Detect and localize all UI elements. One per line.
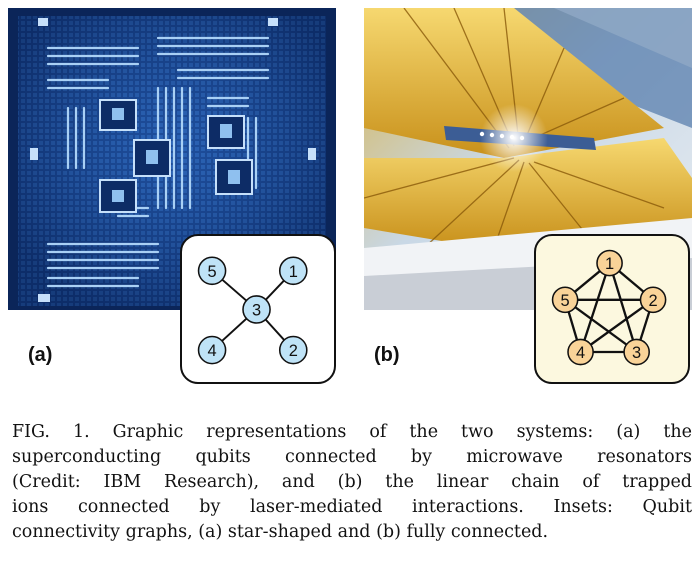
graph-edge xyxy=(608,262,638,353)
star-graph-inset: 1 2 3 4 5 xyxy=(180,234,336,384)
qubit-node-1 xyxy=(278,256,308,286)
figure-caption: FIG. 1. Graphic representations of the t… xyxy=(12,420,692,545)
ion-node-5 xyxy=(551,286,579,314)
ion-node-2 xyxy=(639,286,667,314)
graph-edge xyxy=(564,298,638,353)
caption-line-2: superconducting qubits connected by micr… xyxy=(12,447,692,467)
qubit-node-5 xyxy=(197,256,227,286)
caption-line-1: FIG. 1. Graphic representations of the t… xyxy=(12,422,692,442)
ion-node-3 xyxy=(623,338,650,366)
figure-panel-a: 1 2 3 4 5 (a) xyxy=(8,8,336,390)
superconducting-chip-photo xyxy=(8,8,336,310)
qubit-node-label-1: 1 xyxy=(289,263,298,281)
ion-node-label-5: 5 xyxy=(561,292,570,310)
ion-node-4 xyxy=(567,338,594,366)
panel-label-a: (a) xyxy=(28,344,53,366)
qubit-node-label-5: 5 xyxy=(207,263,216,281)
caption-line-4: ions connected by laser-mediated interac… xyxy=(12,497,692,517)
qubit-node-label-2: 2 xyxy=(289,342,298,360)
graph-edge xyxy=(579,298,654,353)
ion-node-1 xyxy=(596,249,623,277)
qubit-node-label-4: 4 xyxy=(207,342,216,360)
complete-graph-inset: 1 2 3 4 5 xyxy=(534,234,690,384)
graph-edge xyxy=(579,262,611,353)
qubit-node-label-3: 3 xyxy=(252,301,261,319)
ion-node-label-2: 2 xyxy=(648,292,657,310)
ion-node-label-4: 4 xyxy=(576,344,585,362)
caption-line-5: connectivity graphs, (a) star-shaped and… xyxy=(12,522,549,542)
qubit-node-2 xyxy=(278,335,308,365)
ion-node-label-1: 1 xyxy=(605,255,614,273)
qubit-node-4 xyxy=(197,335,227,365)
complete-connectivity-graph: 1 2 3 4 5 xyxy=(551,249,667,366)
figure-panel-b: 1 2 3 4 5 (b) xyxy=(364,8,692,390)
ion-node-label-3: 3 xyxy=(632,344,641,362)
caption-line-3: (Credit: IBM Research), and (b) the line… xyxy=(12,472,692,492)
panel-label-b: (b) xyxy=(374,344,400,366)
star-connectivity-graph: 1 2 3 4 5 xyxy=(197,256,308,365)
qubit-node-3 xyxy=(242,295,271,324)
